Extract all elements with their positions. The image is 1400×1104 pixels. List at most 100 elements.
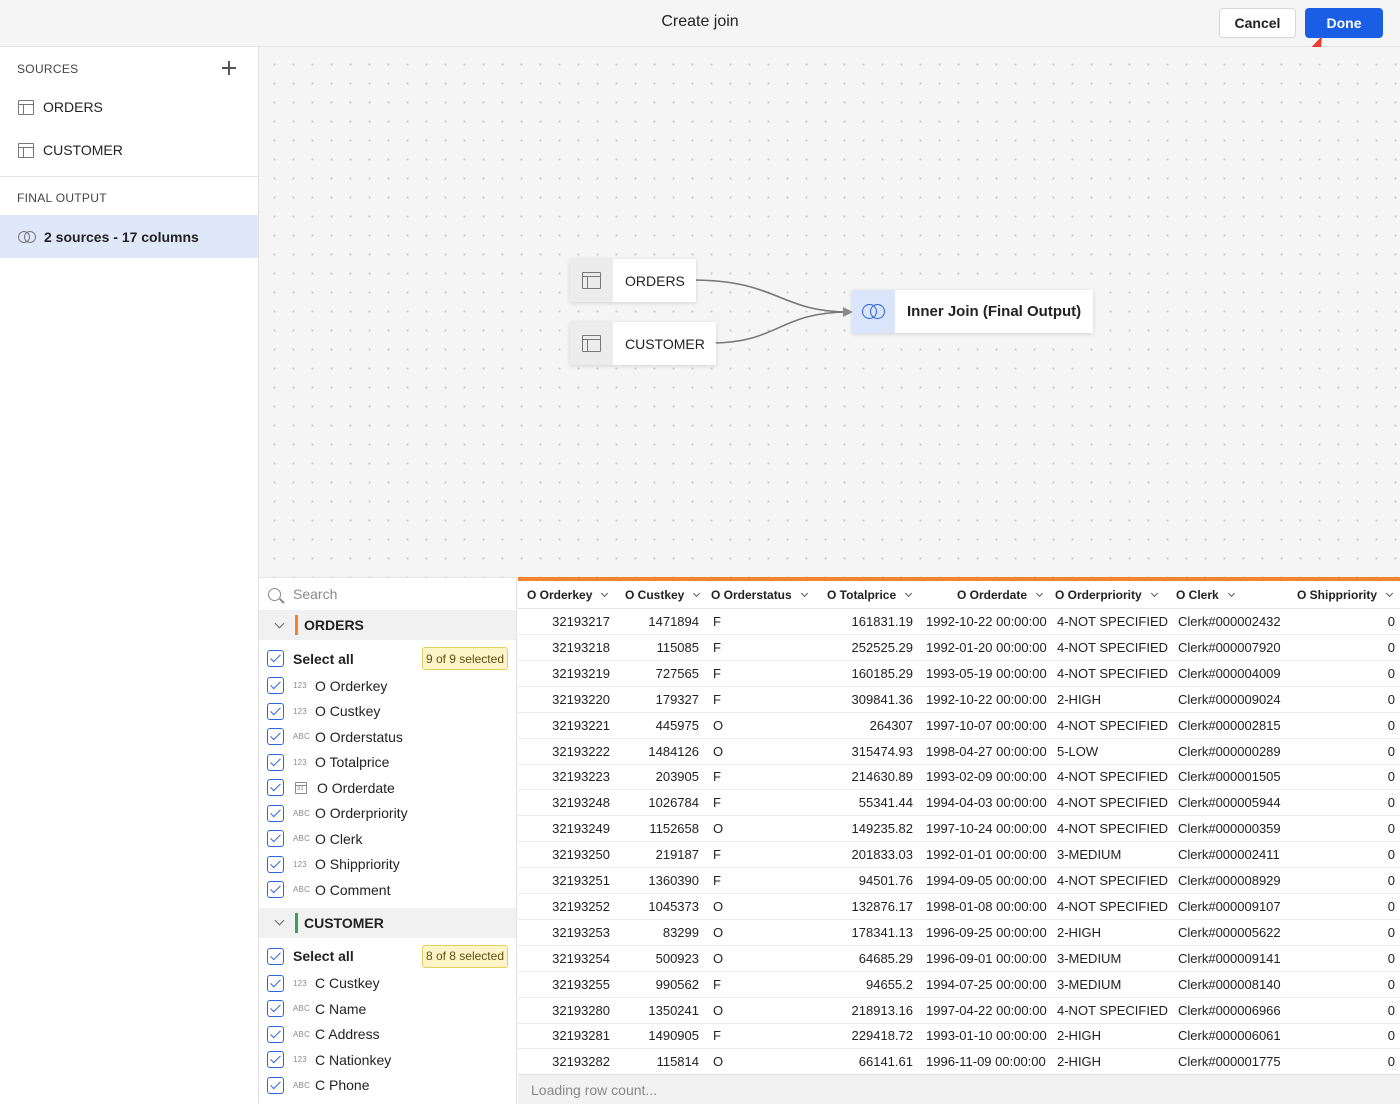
number-type-icon: 123	[293, 859, 307, 869]
table-cell: F	[713, 847, 721, 863]
table-cell: 32193249	[552, 821, 610, 837]
source-label: CUSTOMER	[43, 142, 123, 158]
table-cell: 1992-10-22 00:00:00	[926, 614, 1047, 629]
join-canvas[interactable]: ORDERS CUSTOMER Inner Join (Final Output…	[259, 47, 1400, 577]
canvas-node-inner-join[interactable]: Inner Join (Final Output)	[852, 290, 1094, 333]
column-header-label: O Custkey	[625, 588, 685, 602]
sidebar-source-orders[interactable]: ORDERS	[0, 87, 258, 127]
search-input[interactable]: Search	[293, 586, 338, 602]
select-all-checkbox[interactable]	[267, 947, 284, 965]
table-icon	[582, 272, 601, 289]
column-name: O Shippriority	[315, 856, 400, 872]
chevron-down-icon[interactable]	[905, 589, 913, 598]
chevron-down-icon[interactable]	[1385, 589, 1394, 598]
column-header[interactable]: O Clerk	[1176, 581, 1235, 609]
column-header[interactable]: O Orderpriority	[1055, 581, 1158, 609]
column-header[interactable]: O Orderstatus	[711, 581, 808, 609]
sidebar-source-customer[interactable]: CUSTOMER	[0, 130, 258, 170]
column-checkbox[interactable]	[267, 881, 284, 898]
table-cell: 115814	[656, 1054, 699, 1070]
column-checkbox[interactable]	[267, 830, 284, 847]
table-cell: 1994-09-05 00:00:00	[926, 873, 1047, 888]
chevron-down-icon[interactable]	[601, 589, 609, 598]
table-cell: 179327	[655, 691, 699, 707]
select-all-checkbox[interactable]	[267, 650, 284, 667]
chevron-down-icon[interactable]	[693, 589, 701, 598]
table-cell: Clerk#000002411	[1178, 847, 1280, 863]
table-cell: 32193280	[552, 1002, 610, 1018]
chevron-down-icon[interactable]	[800, 589, 808, 598]
column-row[interactable]: O Orderdate	[259, 775, 516, 800]
select-all-label: Select all	[293, 948, 354, 964]
column-checkbox[interactable]	[267, 779, 284, 796]
table-cell: 4-NOT SPECIFIED	[1057, 821, 1169, 837]
column-checkbox[interactable]	[267, 677, 284, 694]
column-checkbox[interactable]	[267, 753, 284, 771]
column-checkbox[interactable]	[267, 855, 284, 873]
number-type-icon: 123	[293, 757, 307, 767]
table-cell: F	[713, 639, 721, 655]
column-header[interactable]: O Orderdate	[957, 581, 1044, 609]
column-checkbox[interactable]	[267, 702, 284, 720]
table-cell: Clerk#000000289	[1178, 743, 1281, 759]
chevron-down-icon[interactable]	[1035, 589, 1044, 598]
group-color-bar	[295, 615, 298, 635]
column-checkbox[interactable]	[267, 728, 284, 745]
canvas-node-customer[interactable]: CUSTOMER	[570, 322, 716, 365]
table-cell: Clerk#000009141	[1178, 950, 1281, 966]
column-header[interactable]: O Totalprice	[827, 581, 913, 609]
plus-icon[interactable]	[222, 61, 236, 75]
chevron-down-icon[interactable]	[274, 618, 285, 628]
table-cell: 1996-11-09 00:00:00	[926, 1054, 1046, 1070]
source-color-bar	[518, 577, 1400, 581]
table-cell: O	[713, 1002, 724, 1018]
done-button[interactable]: Done	[1305, 8, 1383, 38]
column-checkbox[interactable]	[267, 974, 284, 992]
column-checkbox[interactable]	[267, 804, 284, 822]
column-group-1[interactable]: CUSTOMER	[259, 907, 516, 938]
column-header[interactable]: O Shippriority	[1297, 581, 1394, 609]
table-cell: 1997-04-22 00:00:00	[926, 1002, 1047, 1018]
row-count-status: Loading row count...	[518, 1074, 1400, 1104]
number-type-icon: 123	[293, 706, 307, 716]
column-header-label: O Orderstatus	[711, 588, 792, 602]
table-cell: 1350241	[648, 1002, 699, 1018]
table-cell: 0	[1387, 769, 1395, 785]
chevron-down-icon[interactable]	[274, 915, 285, 926]
chevron-down-icon[interactable]	[1150, 589, 1158, 598]
column-checkbox[interactable]	[267, 1000, 284, 1017]
table-cell: 500923	[655, 950, 699, 966]
sidebar-final-output[interactable]: 2 sources - 17 columns	[0, 215, 258, 258]
column-header[interactable]: O Orderkey	[527, 581, 609, 609]
table-cell: 32193282	[552, 1054, 610, 1070]
text-type-icon: ABC	[293, 1080, 311, 1090]
table-cell: Clerk#000009024	[1178, 691, 1281, 707]
table-cell: Clerk#000008140	[1178, 976, 1281, 992]
table-cell: 0	[1387, 976, 1395, 992]
column-checkbox[interactable]	[267, 1025, 284, 1043]
column-row[interactable]: 123 O Shippriority	[259, 852, 516, 877]
column-header[interactable]: O Custkey	[625, 581, 701, 609]
column-group-0[interactable]: ORDERS	[259, 610, 516, 640]
cancel-button[interactable]: Cancel	[1219, 8, 1296, 38]
table-cell: 445975	[655, 717, 699, 733]
canvas-node-orders[interactable]: ORDERS	[570, 259, 696, 302]
column-checkbox[interactable]	[267, 1076, 284, 1094]
chevron-down-icon[interactable]	[1227, 589, 1235, 598]
column-search[interactable]: Search	[259, 578, 516, 610]
column-checkbox[interactable]	[267, 1051, 284, 1068]
